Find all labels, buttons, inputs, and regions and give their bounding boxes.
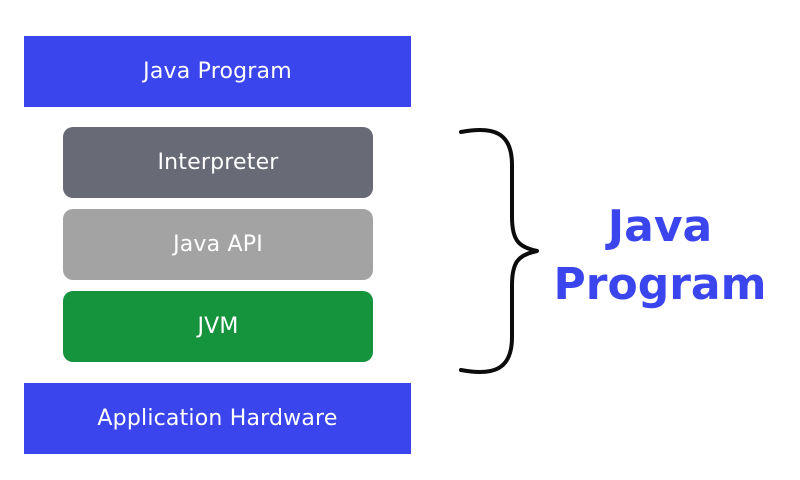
curly-brace-icon <box>459 127 539 375</box>
java-program-block: Java Program <box>24 36 411 107</box>
application-hardware-label: Application Hardware <box>97 406 338 431</box>
interpreter-layer: Interpreter <box>63 127 373 198</box>
brace-path <box>459 127 539 375</box>
java-api-layer: Java API <box>63 209 373 280</box>
jvm-layer: JVM <box>63 291 373 362</box>
brace-label-line-1: Java <box>607 201 713 252</box>
brace-label-line-2: Program <box>553 259 767 310</box>
interpreter-label: Interpreter <box>157 150 279 175</box>
application-hardware-block: Application Hardware <box>24 383 411 454</box>
brace-label: Java Program <box>545 198 775 314</box>
java-program-label: Java Program <box>143 59 292 84</box>
jvm-label: JVM <box>197 314 239 339</box>
java-api-label: Java API <box>173 232 263 257</box>
